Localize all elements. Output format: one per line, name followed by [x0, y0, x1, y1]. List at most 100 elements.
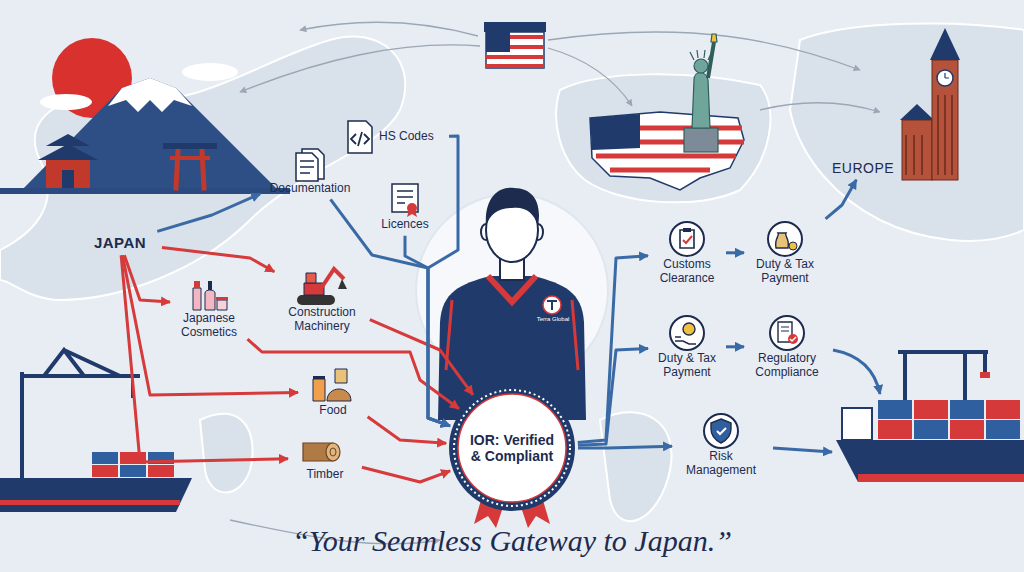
importer-figure-part — [543, 296, 561, 314]
node-icon-part — [458, 394, 566, 502]
service-item: Regulatory Compliance — [746, 312, 828, 382]
flow-arrow — [162, 248, 274, 272]
node-icon-part-part — [348, 121, 372, 153]
big-ben-part — [937, 70, 953, 86]
node-label: Construction Machinery — [278, 306, 366, 334]
node-icon-part — [296, 149, 324, 181]
node-icon-part — [449, 385, 575, 511]
ship-arrows-part — [833, 350, 880, 394]
node-icon-part — [193, 281, 228, 310]
node-icon-part-part — [194, 281, 200, 288]
node-icon-part-part — [205, 290, 215, 310]
node-icon-part-part — [683, 228, 691, 232]
node-icon-part — [297, 269, 347, 305]
logo-text: Terra Global — [530, 316, 576, 323]
torii-gate — [166, 146, 214, 188]
flow-arrow — [157, 194, 260, 232]
node-icon-part-part — [788, 334, 798, 344]
node-icon-part-part — [306, 273, 316, 283]
big-ben-part — [902, 120, 932, 180]
service-item: Customs Clearance — [650, 218, 724, 288]
route-lines-part — [240, 45, 480, 92]
world-map-part — [600, 412, 672, 521]
node-icon-part-part — [296, 153, 318, 181]
node-icon-part-part — [313, 376, 325, 379]
node-icon-part-part — [711, 419, 731, 443]
region-name: JAPAN — [82, 234, 158, 251]
node-icon — [292, 434, 358, 468]
route-lines-part — [300, 22, 478, 36]
node-icon-part-part — [335, 369, 347, 383]
right-ship-part — [878, 420, 912, 439]
big-ben-part — [906, 135, 922, 175]
node-label: HS Codes — [379, 130, 434, 144]
us-flag-part — [484, 22, 546, 32]
node-label: Risk Management — [676, 450, 766, 478]
caption: “Your Seamless Gateway to Japan.” — [0, 524, 1024, 558]
node-icon — [748, 314, 826, 352]
statue-of-liberty-part — [692, 73, 710, 129]
world-map — [0, 23, 1024, 521]
flow-arrow — [122, 255, 298, 395]
statue-of-liberty-part — [711, 34, 717, 42]
big-ben — [900, 28, 960, 180]
statue-of-liberty-part — [694, 59, 708, 73]
torii-gate-part — [172, 156, 208, 160]
mount-fuji-part — [182, 63, 238, 81]
us-flag-part — [486, 32, 544, 68]
node-icon-part-part — [313, 379, 325, 401]
flow-arrow — [121, 255, 288, 462]
node-icon-part — [392, 184, 418, 217]
product-item: Timber — [290, 432, 360, 484]
route-lines-part — [548, 48, 632, 106]
node-icon — [676, 412, 766, 450]
big-ben-part — [932, 60, 958, 180]
node-label: Food — [302, 404, 364, 418]
node-icon-part-part — [675, 337, 696, 344]
torii-gate-part — [176, 150, 204, 188]
region-name: EUROPE — [828, 160, 898, 176]
node-icon-part-part — [304, 283, 324, 295]
node-icon-part — [313, 369, 351, 401]
right-ship-part — [878, 400, 912, 419]
world-map-part — [790, 23, 1024, 240]
node-icon-part-part — [789, 242, 797, 250]
node-icon — [376, 182, 434, 218]
region-label: JAPAN — [80, 232, 160, 253]
node-label: Regulatory Compliance — [748, 352, 826, 380]
right-ship-part — [914, 420, 948, 439]
temple-part — [62, 170, 74, 188]
flow-arrow — [362, 467, 450, 482]
service-item: Duty & Tax Payment — [746, 218, 824, 288]
left-port-part — [0, 478, 192, 512]
usa-map — [590, 112, 744, 190]
right-ship-part — [858, 474, 1024, 482]
world-map-part — [556, 74, 770, 202]
node-icon-part-part — [327, 389, 351, 401]
ior-badge: IOR: Verified & Compliant — [448, 384, 576, 512]
node-icon-part-part — [704, 414, 738, 448]
statue-of-liberty-part — [708, 42, 714, 78]
node-icon — [748, 220, 822, 258]
big-ben-part — [938, 95, 952, 175]
right-ship-part — [842, 408, 872, 440]
statue-of-liberty-part — [684, 128, 718, 152]
right-ship-part — [950, 400, 984, 419]
left-port-part — [92, 452, 118, 464]
node-icon — [652, 314, 722, 352]
product-item: Construction Machinery — [276, 262, 368, 336]
node-icon — [264, 148, 356, 182]
node-label: Duty & Tax Payment — [748, 258, 822, 286]
node-icon-part-part — [217, 300, 227, 310]
node-icon — [278, 264, 366, 306]
flow-arrow — [726, 251, 744, 254]
node-icon-part-part — [768, 222, 802, 256]
node-icon — [174, 270, 244, 312]
product-item: Japanese Cosmetics — [172, 268, 246, 342]
flow-arrow — [428, 136, 458, 426]
service-item: Risk Management — [674, 410, 768, 480]
node-icon-part — [670, 316, 704, 350]
temple — [38, 134, 98, 188]
node-icon — [652, 220, 722, 258]
